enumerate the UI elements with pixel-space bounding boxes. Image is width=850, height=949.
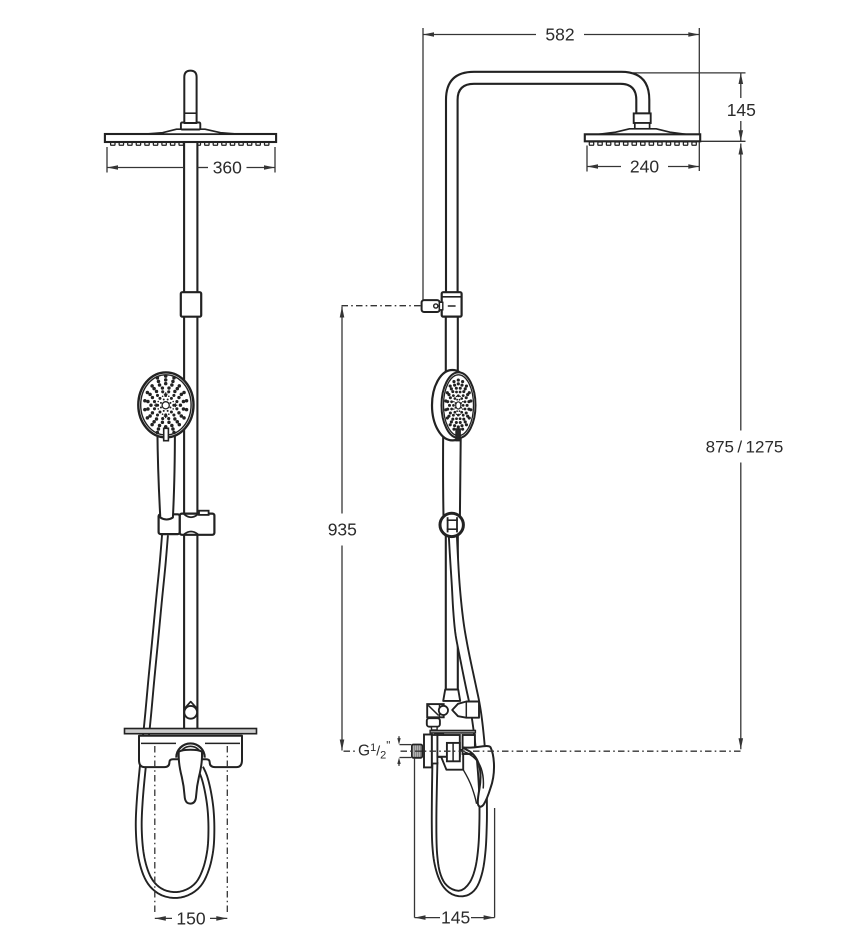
svg-text:145: 145 <box>441 908 470 928</box>
svg-text:935: 935 <box>328 520 357 540</box>
svg-text:875 / 1275: 875 / 1275 <box>706 438 784 457</box>
svg-text:145: 145 <box>727 100 756 120</box>
svg-text:150: 150 <box>176 909 205 929</box>
svg-text:240: 240 <box>630 157 659 177</box>
svg-text:360: 360 <box>213 158 242 178</box>
svg-text:582: 582 <box>545 25 574 45</box>
